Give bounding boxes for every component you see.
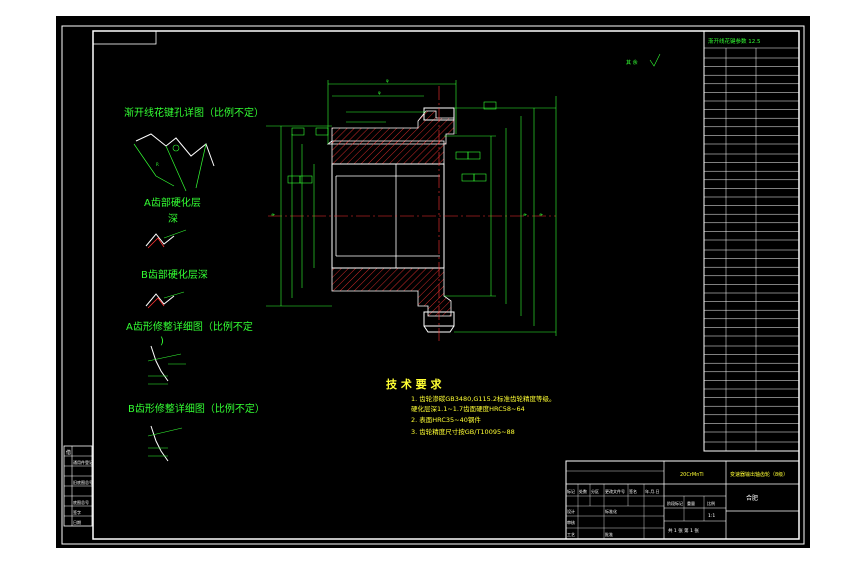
roughness-note: 其 余: [626, 59, 638, 66]
spline-detail-view: 渐开线花键孔详图（比例不定） R: [124, 106, 264, 192]
b-hardening-view: B齿部硬化层深: [141, 268, 208, 309]
title-company: 合肥: [746, 494, 758, 502]
tech-req-heading: 技 术 要 求: [386, 377, 442, 391]
stamp-row-3: 旧底图总号: [73, 479, 93, 485]
spline-detail-title: 渐开线花键孔详图（比例不定）: [124, 106, 264, 119]
tb-check-labels-0: 审核: [567, 519, 575, 525]
tb-row-labels-4: 签名: [629, 488, 637, 494]
b-profile-view: B齿形修整详细图（比例不定）: [128, 402, 265, 462]
title-material: 20CrMnTi: [680, 472, 704, 478]
svg-text:φ: φ: [386, 78, 389, 83]
stamp-row-6: 签字: [73, 509, 81, 515]
main-section-view: φ φ φ φ φ 其 余: [266, 53, 661, 341]
tech-req-item-0: 1. 齿轮渗碳GB3480,G115.2标准齿轮精度等级。: [411, 394, 556, 403]
svg-text:φ: φ: [538, 213, 543, 216]
technical-requirements: 技 术 要 求 1. 齿轮渗碳GB3480,G115.2标准齿轮精度等级。 硬化…: [386, 377, 556, 436]
tb-check-labels-2: 批准: [605, 531, 613, 537]
parameter-table: 渐开线花键参数 12.5: [703, 30, 800, 452]
params-title: 渐开线花键参数 12.5: [708, 37, 761, 45]
title-drawing-name: 变速器输出轴齿轮（8级）: [730, 471, 788, 478]
svg-text:φ: φ: [378, 90, 381, 95]
svg-text:R: R: [156, 162, 159, 167]
gear-section-bottom: [331, 267, 452, 317]
tb-design-labels-3: 重量: [687, 500, 695, 506]
a-profile-view: A齿形修整详细图（比例不定 ): [126, 320, 253, 385]
tb-check-labels-1: 工艺: [567, 532, 575, 537]
tb-row-labels-1: 处数: [579, 488, 587, 494]
tech-req-item-3: 3. 齿轮精度尺寸按GB/T10095~88: [411, 427, 515, 436]
tech-req-item-1: 硬化层深1.1~1.7齿面硬度HRC58~64: [411, 404, 525, 413]
a-hardening-sub: 深: [168, 213, 178, 225]
gear-section-top: [326, 110, 455, 145]
stamp-row-1: 通用件登记: [73, 459, 93, 465]
a-profile-close: ): [160, 336, 164, 347]
tech-req-item-2: 2. 表面HRC35~40钢件: [411, 415, 481, 424]
left-stamp-block: 借 通用件登记 旧底图总号 底图总号 签字 日期: [63, 445, 93, 527]
tb-design-labels-0: 设计: [567, 508, 575, 514]
a-profile-title: A齿形修整详细图（比例不定: [126, 320, 253, 333]
title-sheet: 共 1 张 第 1 张: [668, 527, 699, 534]
tb-design-labels-4: 比例: [707, 500, 715, 506]
tb-design-labels-1: 标准化: [605, 508, 617, 514]
tb-row-labels-5: 年.月.日: [645, 488, 660, 494]
tb-row-labels-0: 标记: [567, 488, 575, 494]
a-hardening-view: A齿部硬化层 深: [144, 196, 201, 249]
stamp-row-0: 借: [66, 449, 71, 456]
drawing-canvas: 借 通用件登记 旧底图总号 底图总号 签字 日期 渐开线花键孔详图（比例不定） …: [61, 25, 805, 545]
cad-drawing-viewport[interactable]: 借 通用件登记 旧底图总号 底图总号 签字 日期 渐开线花键孔详图（比例不定） …: [56, 16, 810, 548]
tb-design-labels-2: 阶段标记: [667, 500, 683, 506]
a-hardening-title: A齿部硬化层: [144, 196, 201, 209]
stamp-row-7: 日期: [73, 519, 81, 525]
stamp-row-5: 底图总号: [73, 499, 89, 505]
title-block: 20CrMnTi 变速器输出轴齿轮（8级） 合肥 1:1 共 1 张 第 1 张…: [565, 460, 800, 540]
b-profile-title: B齿形修整详细图（比例不定）: [128, 402, 265, 415]
dimension-lines: [266, 80, 557, 336]
title-scale: 1:1: [708, 513, 715, 519]
svg-text:φ: φ: [522, 213, 527, 216]
svg-text:φ: φ: [270, 213, 275, 216]
b-hardening-title: B齿部硬化层深: [141, 268, 208, 281]
tb-row-labels-3: 更改文件号: [605, 488, 625, 494]
tb-row-labels-2: 分区: [591, 488, 599, 494]
